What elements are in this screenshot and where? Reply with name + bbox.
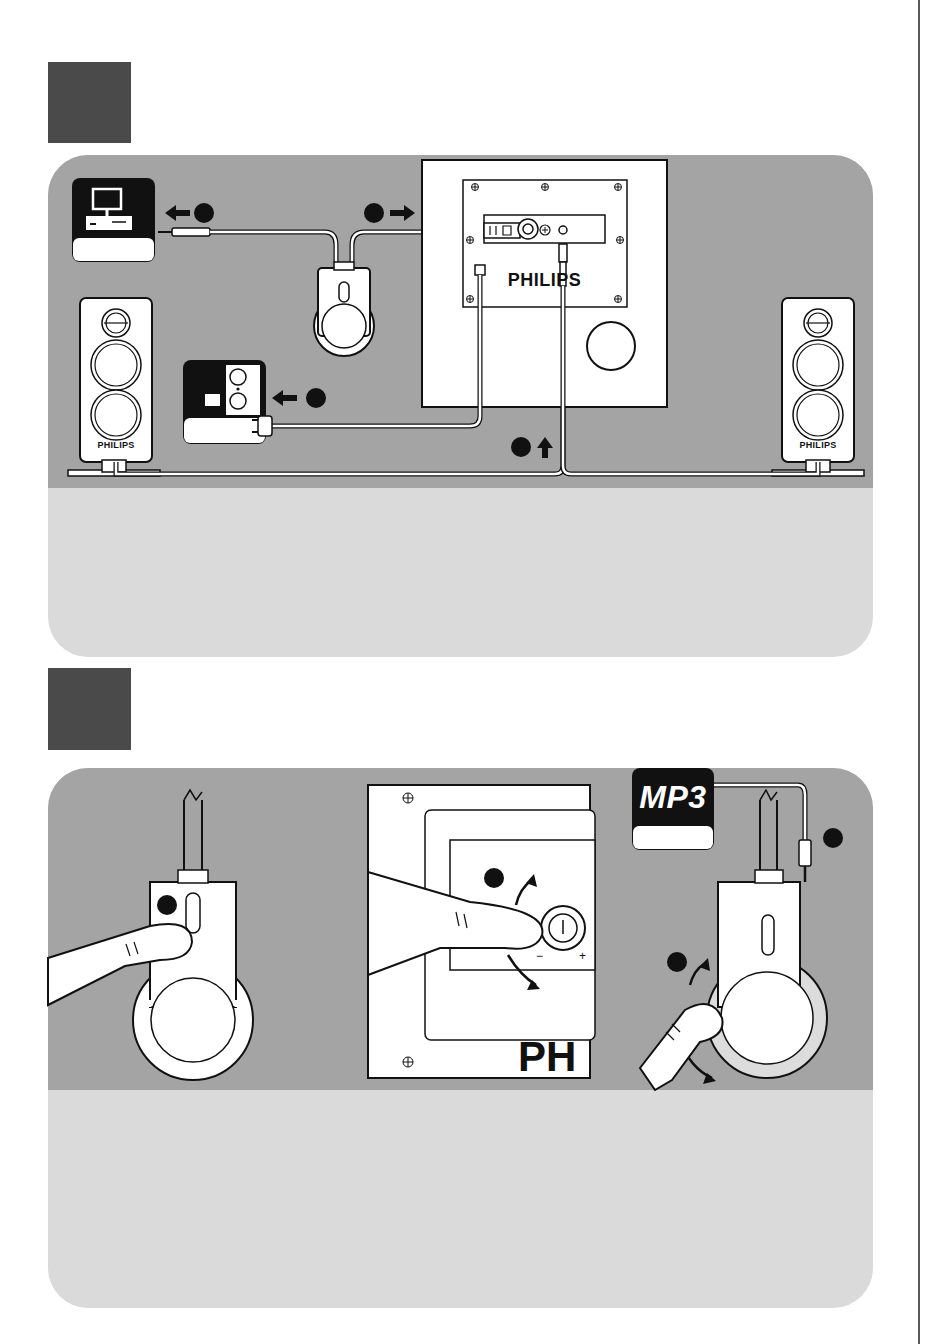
speaker-cable: [116, 407, 563, 474]
subwoofer: PHILIPS: [422, 160, 667, 407]
brand-text: PHILIPS: [782, 441, 854, 451]
plus-sign: +: [579, 950, 586, 962]
speaker: PHILIPS: [782, 298, 854, 462]
speaker-cable: [563, 407, 818, 474]
brand-text: PHILIPS: [422, 271, 667, 291]
mp3-player: MP3: [632, 768, 714, 826]
brand-text: PHILIPS: [80, 441, 152, 451]
minus-sign: −: [536, 950, 543, 962]
brand-text: MP3: [632, 780, 714, 815]
brand-fragment: PH: [518, 1036, 576, 1078]
speaker: PHILIPS: [80, 298, 152, 462]
